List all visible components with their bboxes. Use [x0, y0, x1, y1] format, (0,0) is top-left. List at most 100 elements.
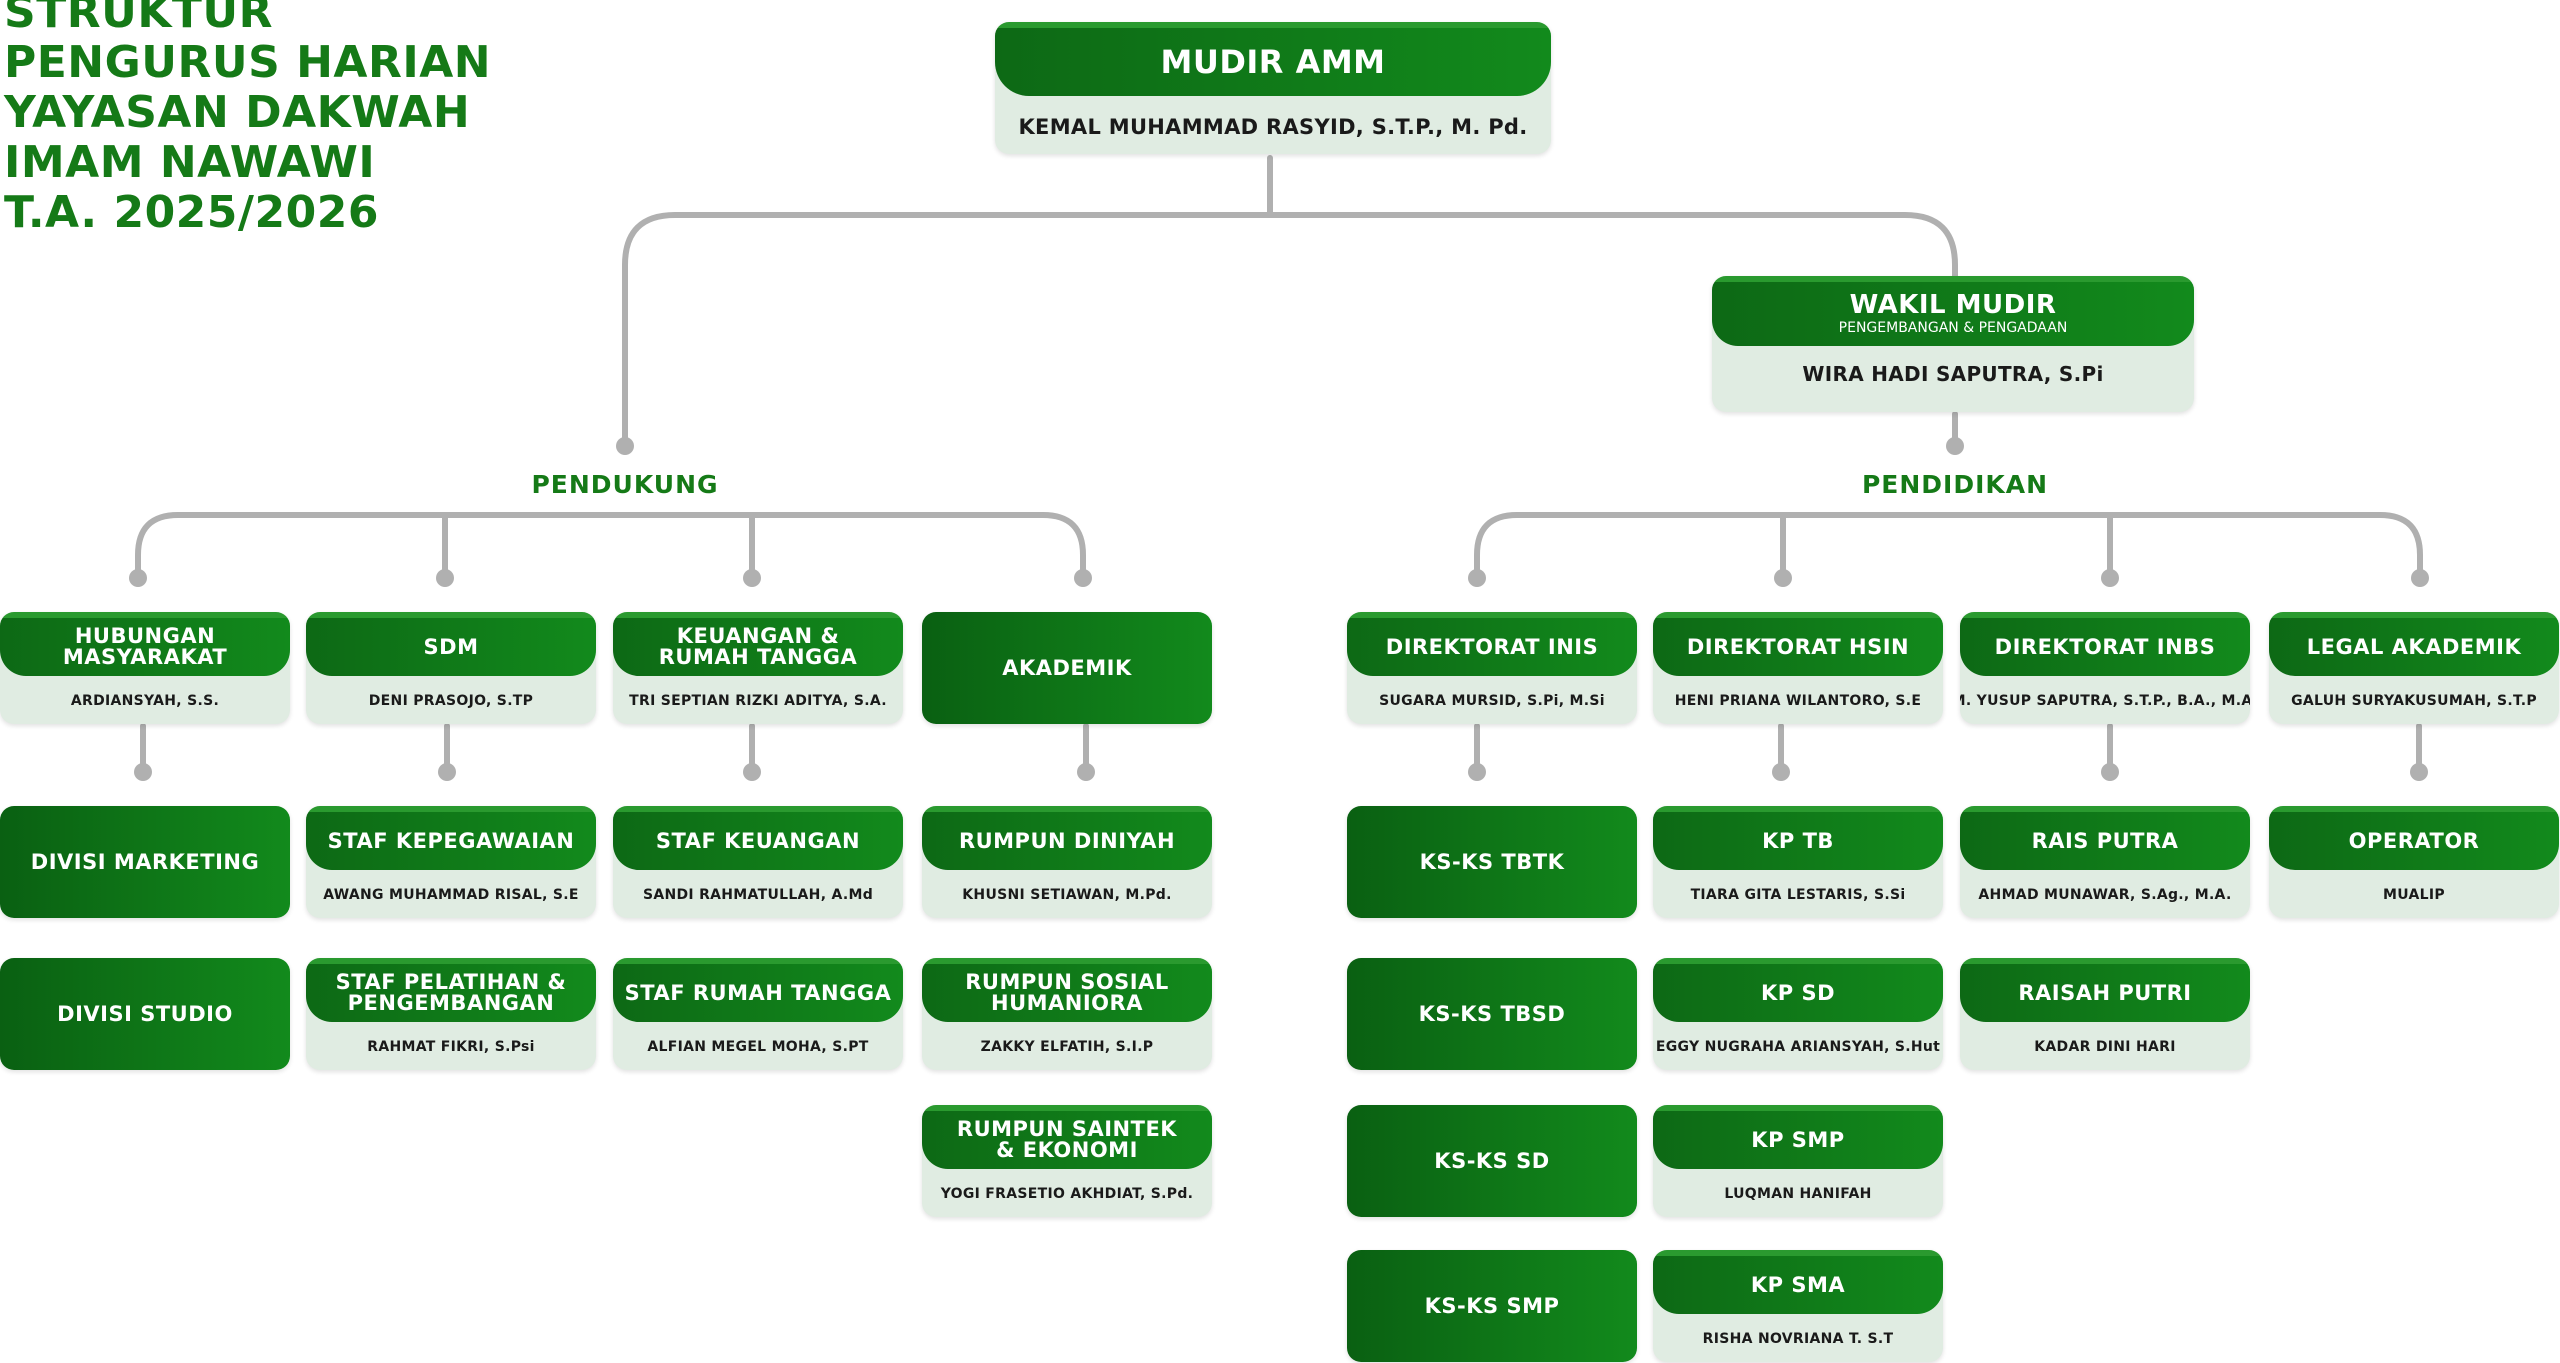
card-title: STAF KEUANGAN [655, 828, 861, 853]
card-name: YOGI FRASETIO AKHDIAT, S.Pd. [940, 1186, 1194, 1202]
connector-dot [1074, 569, 1092, 587]
card-title: LEGAL AKADEMIK [2306, 634, 2522, 659]
card-name: KHUSNI SETIAWAN, M.Pd. [962, 887, 1172, 903]
card-header: RAISAH PUTRI [1960, 958, 2250, 1022]
card-name: ZAKKY ELFATIH, S.I.P [980, 1039, 1154, 1055]
card-title: STAF RUMAH TANGGA [624, 980, 892, 1005]
card-header: KP SMP [1653, 1105, 1943, 1169]
connector-dot [1946, 437, 1964, 455]
card-header: KP SD [1653, 958, 1943, 1022]
card-name: SANDI RAHMATULLAH, A.Md [642, 887, 874, 903]
card-name: AHMAD MUNAWAR, S.Ag., M.A. [1978, 887, 2232, 903]
card-title: RUMPUN SAINTEK & EKONOMI [956, 1117, 1178, 1162]
card-staf-kepegawaian: STAF KEPEGAWAIAN AWANG MUHAMMAD RISAL, S… [306, 806, 596, 918]
card-title: KP SMP [1751, 1127, 1845, 1152]
connector-dot [1774, 569, 1792, 587]
section-label-pendukung: PENDUKUNG [531, 470, 719, 499]
card-subtitle: PENGEMBANGAN & PENGADAAN [1838, 320, 2068, 336]
connector-dot [1772, 763, 1790, 781]
card-hubungan-masyarakat: HUBUNGAN MASYARAKAT ARDIANSYAH, S.S. [0, 612, 290, 724]
card-name: KADAR DINI HARI [2034, 1039, 2176, 1055]
card-title: RAISAH PUTRI [2018, 980, 2192, 1005]
card-header: RUMPUN DINIYAH [922, 806, 1212, 870]
card-sdm: SDM DENI PRASOJO, S.TP [306, 612, 596, 724]
card-akademik: AKADEMIK [922, 612, 1212, 724]
card-staf-keuangan: STAF KEUANGAN SANDI RAHMATULLAH, A.Md [613, 806, 903, 918]
card-header: RUMPUN SAINTEK & EKONOMI [922, 1105, 1212, 1169]
connector-dot [1468, 569, 1486, 587]
card-header: KP SMA [1653, 1250, 1943, 1314]
card-header: STAF PELATIHAN & PENGEMBANGAN [306, 958, 596, 1022]
card-direktorat-hsin: DIREKTORAT HSIN HENI PRIANA WILANTORO, S… [1653, 612, 1943, 724]
card-header: STAF KEUANGAN [613, 806, 903, 870]
title-line-4: IMAM NAWAWI [4, 137, 376, 188]
card-title: KP SD [1760, 980, 1836, 1005]
card-kp-tb: KP TB TIARA GITA LESTARIS, S.Si [1653, 806, 1943, 918]
card-title: RUMPUN SOSIAL HUMANIORA [965, 970, 1169, 1015]
card-name: M. YUSUP SAPUTRA, S.T.P., B.A., M.A. [1960, 693, 2250, 709]
card-header: RAIS PUTRA [1960, 806, 2250, 870]
card-header: DIREKTORAT HSIN [1653, 612, 1943, 676]
connector-dot [616, 437, 634, 455]
card-name: ALFIAN MEGEL MOHA, S.PT [647, 1039, 869, 1055]
card-name: HENI PRIANA WILANTORO, S.E [1674, 693, 1922, 709]
card-direktorat-inbs: DIREKTORAT INBS M. YUSUP SAPUTRA, S.T.P.… [1960, 612, 2250, 724]
card-header: STAF RUMAH TANGGA [613, 958, 903, 1022]
title-line-3: YAYASAN DAKWAH [4, 87, 471, 138]
card-title: WAKIL MUDIR [1849, 290, 2057, 320]
card-name: TRI SEPTIAN RIZKI ADITYA, S.A. [629, 693, 887, 709]
card-ks-sd: KS-KS SD [1347, 1105, 1637, 1217]
title-line-1: STRUKTUR [4, 0, 274, 38]
title-line-5: T.A. 2025/2026 [4, 187, 379, 238]
connector-dot [129, 569, 147, 587]
card-rais-putra: RAIS PUTRA AHMAD MUNAWAR, S.Ag., M.A. [1960, 806, 2250, 918]
connector-pendidikan-bus [1474, 512, 2423, 581]
card-header: KEUANGAN & RUMAH TANGGA [613, 612, 903, 676]
card-header: HUBUNGAN MASYARAKAT [0, 612, 290, 676]
connector-dot [2410, 763, 2428, 781]
card-raisah-putri: RAISAH PUTRI KADAR DINI HARI [1960, 958, 2250, 1070]
connector-dot [436, 569, 454, 587]
card-name: TIARA GITA LESTARIS, S.Si [1690, 887, 1906, 903]
card-name: RAHMAT FIKRI, S.Psi [367, 1039, 535, 1055]
connector-dot [743, 569, 761, 587]
card-header: LEGAL AKADEMIK [2269, 612, 2559, 676]
card-keuangan-rumah-tangga: KEUANGAN & RUMAH TANGGA TRI SEPTIAN RIZK… [613, 612, 903, 724]
connector-dot [743, 763, 761, 781]
card-header: DIREKTORAT INIS [1347, 612, 1637, 676]
card-header: WAKIL MUDIR PENGEMBANGAN & PENGADAAN [1712, 276, 2194, 346]
connector-dot [134, 763, 152, 781]
title-line-2: PENGURUS HARIAN [4, 37, 492, 88]
card-staf-pelatihan: STAF PELATIHAN & PENGEMBANGAN RAHMAT FIK… [306, 958, 596, 1070]
card-kp-smp: KP SMP LUQMAN HANIFAH [1653, 1105, 1943, 1217]
card-name: EGGY NUGRAHA ARIANSYAH, S.Hut [1655, 1039, 1941, 1055]
card-title: AKADEMIK [1002, 656, 1132, 680]
card-title: HUBUNGAN MASYARAKAT [62, 624, 228, 669]
connector-dot [438, 763, 456, 781]
connector-dot [1468, 763, 1486, 781]
card-title: DIVISI MARKETING [30, 850, 260, 874]
card-title: OPERATOR [2348, 828, 2480, 853]
card-title: RUMPUN DINIYAH [958, 828, 1176, 853]
card-wakil-mudir: WAKIL MUDIR PENGEMBANGAN & PENGADAAN WIR… [1712, 276, 2194, 412]
section-label-pendidikan: PENDIDIKAN [1861, 470, 2049, 499]
card-name: WIRA HADI SAPUTRA, S.Pi [1802, 362, 2104, 386]
card-title: KP SMA [1750, 1272, 1846, 1297]
card-title: SDM [423, 634, 479, 659]
card-divisi-marketing: DIVISI MARKETING [0, 806, 290, 918]
card-title: KS-KS TBTK [1419, 850, 1565, 874]
card-header: RUMPUN SOSIAL HUMANIORA [922, 958, 1212, 1022]
card-name: ARDIANSYAH, S.S. [70, 693, 220, 709]
card-header: SDM [306, 612, 596, 676]
card-name: KEMAL MUHAMMAD RASYID, S.T.P., M. Pd. [1018, 115, 1528, 139]
connector-dot [2101, 569, 2119, 587]
card-kp-sd: KP SD EGGY NUGRAHA ARIANSYAH, S.Hut [1653, 958, 1943, 1070]
card-header: OPERATOR [2269, 806, 2559, 870]
card-title: DIREKTORAT HSIN [1686, 634, 1910, 659]
card-title: RAIS PUTRA [2031, 828, 2179, 853]
card-header: STAF KEPEGAWAIAN [306, 806, 596, 870]
card-title: DIREKTORAT INBS [1994, 634, 2216, 659]
card-name: RISHA NOVRIANA T. S.T [1702, 1331, 1894, 1347]
card-name: SUGARA MURSID, S.Pi, M.Si [1379, 693, 1605, 709]
